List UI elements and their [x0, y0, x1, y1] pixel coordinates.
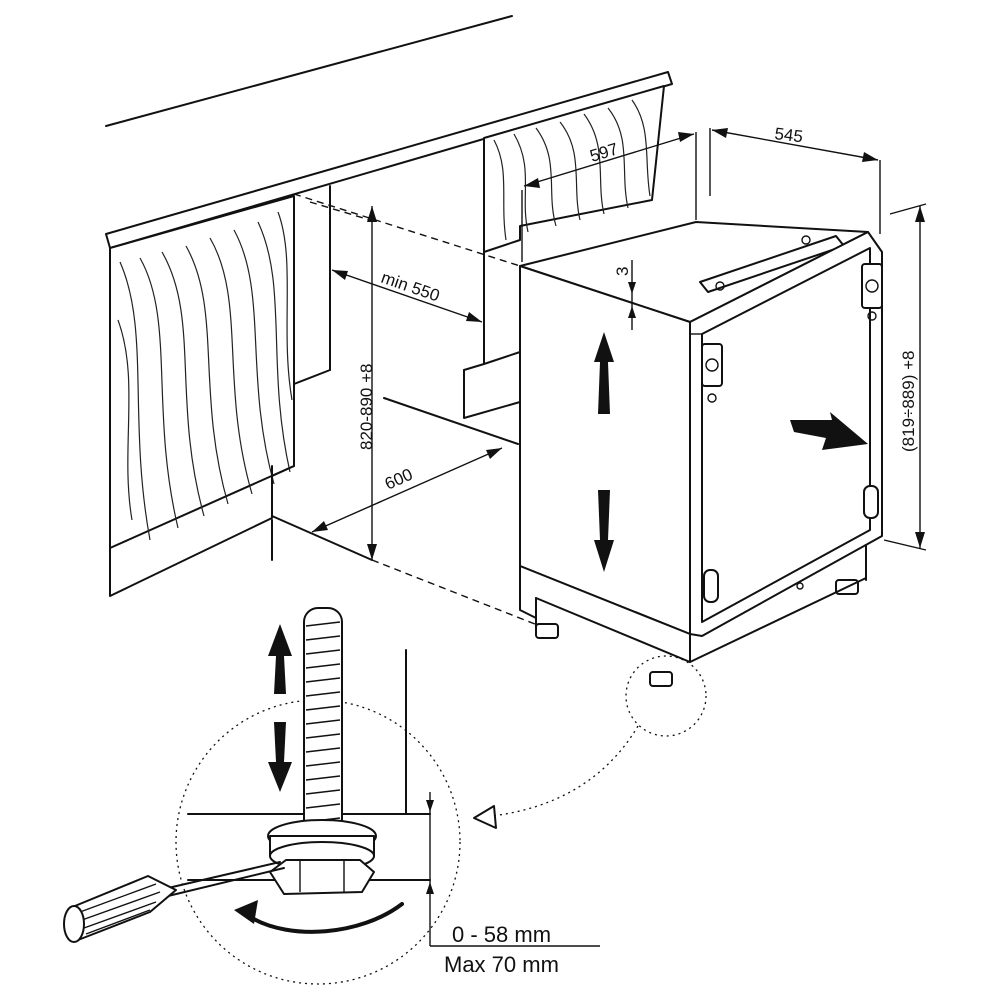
detail-callout: [473, 655, 707, 829]
dimension-min-depth: min 550: [331, 268, 483, 323]
label-foot-range: 0 - 58 mm: [452, 922, 551, 947]
dimension-appliance-height: (819÷889) +8: [883, 203, 927, 551]
arrow-down-icon: [594, 490, 614, 572]
arrow-up-icon: [594, 332, 614, 414]
label-appliance-height: (819÷889) +8: [899, 351, 918, 453]
threaded-rod: [303, 607, 343, 835]
dimension-width: 597: [521, 132, 697, 262]
dimension-gap: 3: [613, 260, 636, 330]
label-min-depth: min 550: [379, 268, 442, 306]
dimension-niche-depth: 600: [311, 447, 503, 533]
label-niche-height: 820-890 +8: [357, 364, 376, 451]
countertop: [105, 15, 673, 265]
door-hinge-bottom: [703, 485, 879, 603]
label-depth: 545: [774, 124, 804, 146]
dimension-foot-range: 0 - 58 mm Max 70 mm: [426, 792, 600, 977]
label-foot-max: Max 70 mm: [444, 952, 559, 977]
appliance-cabinet: [519, 221, 869, 687]
appliance-door: [689, 231, 883, 637]
label-gap: 3: [613, 267, 632, 276]
dimension-depth: 545: [709, 124, 881, 234]
left-cabinet-wood-panel: [109, 195, 295, 549]
foot-arrow-up-icon: [268, 624, 292, 694]
door-hinge-top-left: [701, 343, 723, 403]
niche-walls: [271, 185, 521, 561]
rotation-arrow-icon: [234, 900, 404, 934]
dimension-niche-height: 820-890 +8: [357, 206, 377, 560]
label-niche-depth: 600: [382, 465, 416, 494]
niche-dashed-outline: [293, 193, 541, 627]
foot-arrow-down-icon: [268, 722, 292, 792]
left-cabinet-plinth: [109, 465, 295, 597]
arrow-push-icon: [790, 412, 868, 450]
foot-base: [267, 819, 377, 895]
right-cabinet-wood-panel: [483, 85, 665, 253]
door-hinge-top-right: [861, 263, 883, 321]
screwdriver-icon: [63, 861, 285, 943]
